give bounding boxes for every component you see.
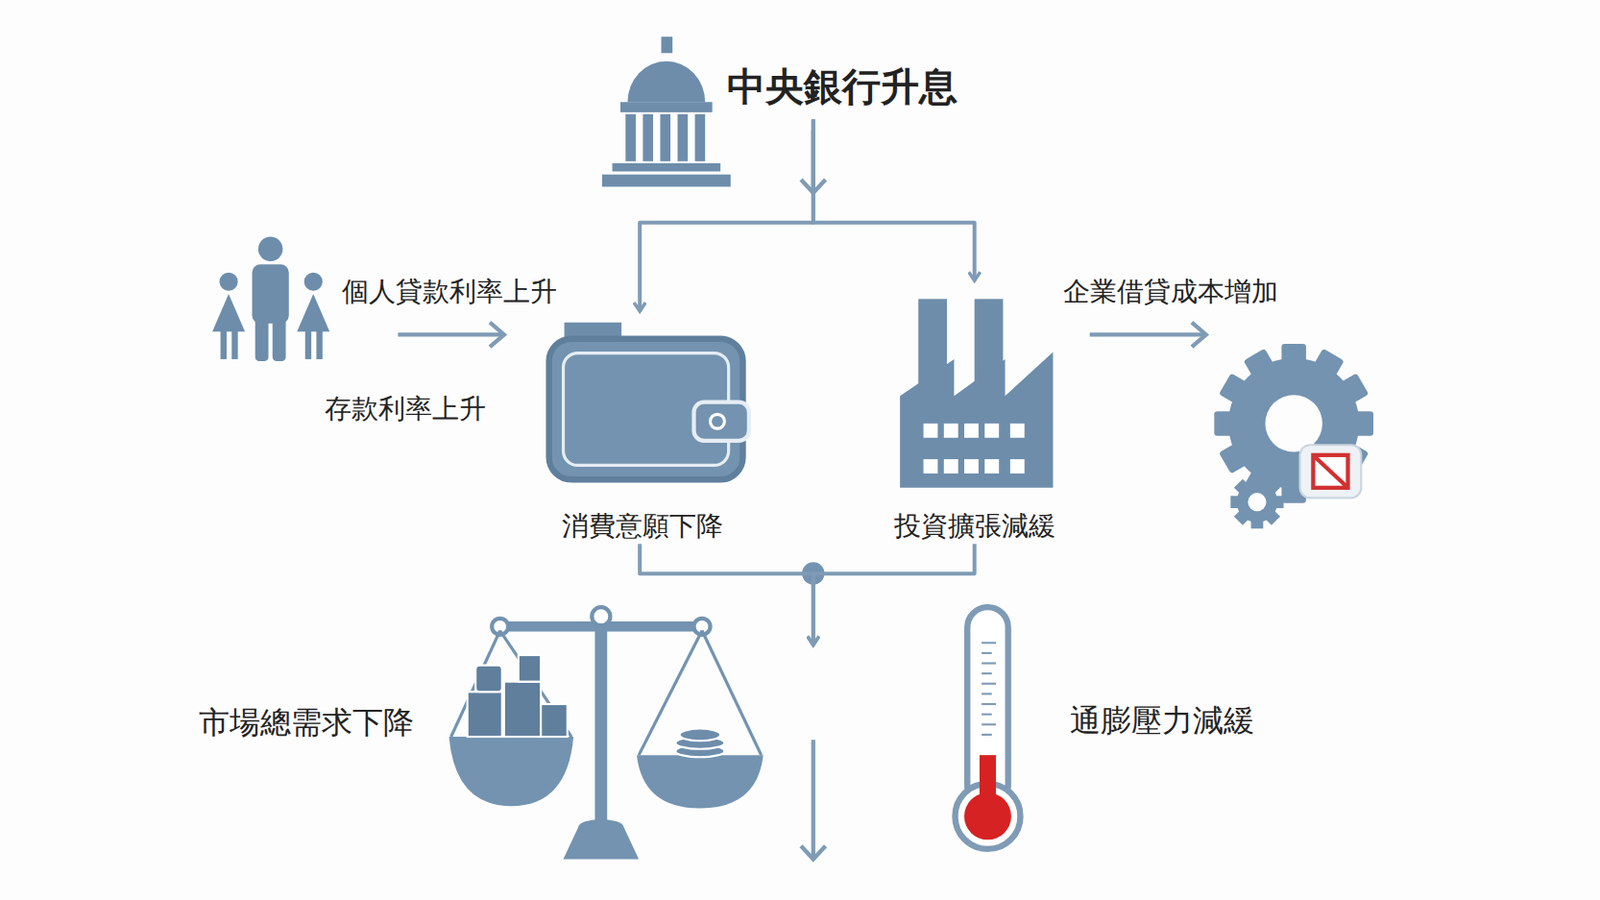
side-arrow xyxy=(1090,322,1207,347)
flow-connector xyxy=(639,119,814,312)
side-arrow xyxy=(397,322,504,347)
flow-connector xyxy=(639,543,814,645)
down-arrow xyxy=(800,739,825,859)
annotation-label: 個人貸款利率上升 xyxy=(341,271,598,314)
start-node: 中央銀行升息 xyxy=(727,55,1003,120)
warning-badge xyxy=(1300,444,1362,498)
wallet-icon xyxy=(549,322,750,481)
flow-connector xyxy=(813,543,975,645)
bank-building-icon xyxy=(602,36,731,187)
factory-icon xyxy=(899,298,1053,488)
gear-icon xyxy=(1213,343,1374,529)
effect-node: 投資擴張減緩 xyxy=(887,280,1062,544)
node-text: 中央銀行升息 xyxy=(727,55,1003,120)
node-text: 投資擴張減緩 xyxy=(847,505,1103,547)
thermometer-icon xyxy=(954,606,1020,849)
result-node: 通膨壓力減緩 xyxy=(948,602,1286,858)
merge-dot xyxy=(801,561,825,584)
people-icon xyxy=(212,236,330,362)
node-text: 消費意願下降 xyxy=(515,505,772,547)
annotation-label: 企業借貸成本增加 xyxy=(1063,271,1319,314)
result-node: 市場總需求下降 xyxy=(198,645,832,865)
node-text: 市場總需求下降 xyxy=(198,700,449,746)
annotation-label: 存款利率上升 xyxy=(324,388,539,431)
effect-node: 消費意願下降 xyxy=(540,311,746,544)
flow-connector xyxy=(813,119,975,281)
node-text: 通膨壓力減緩 xyxy=(1069,698,1300,744)
drop-line xyxy=(811,130,816,194)
balance-scale-icon xyxy=(449,606,764,859)
